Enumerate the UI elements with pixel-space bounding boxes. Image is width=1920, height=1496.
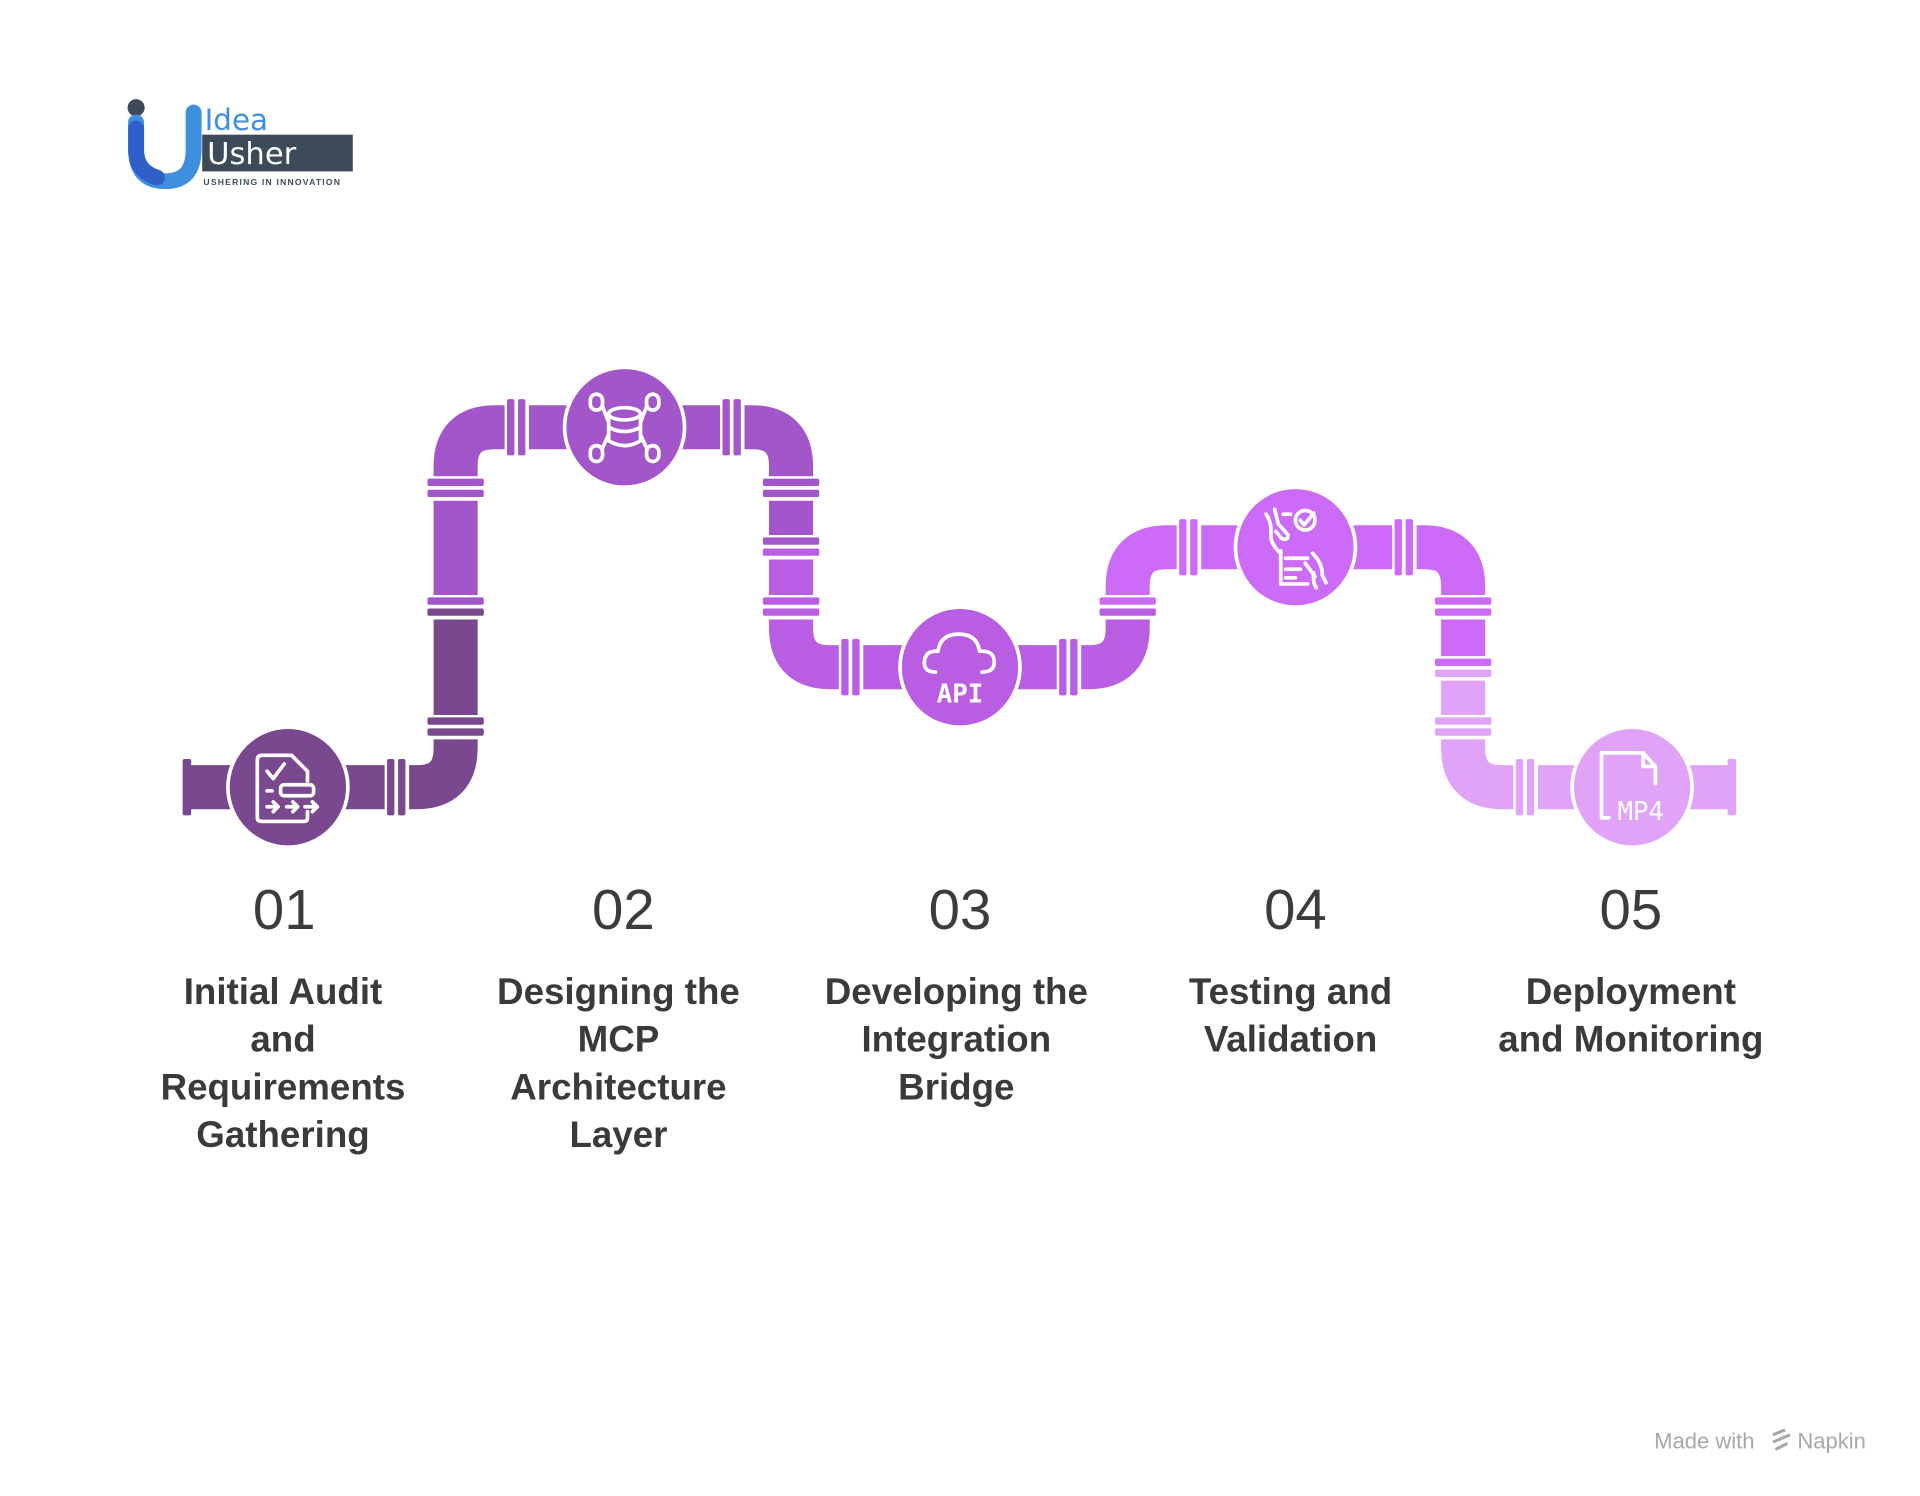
pipe-flange — [427, 489, 484, 498]
step-title-line: Initial Audit — [184, 971, 383, 1012]
napkin-credit[interactable]: Made with Napkin — [1654, 1428, 1866, 1453]
step-node-5[interactable]: MP4 — [1570, 725, 1694, 849]
pipe-flange — [1434, 608, 1492, 616]
step-node-1[interactable] — [226, 725, 350, 849]
pipe-flange — [1059, 639, 1067, 696]
pipe-flange — [1070, 639, 1078, 696]
pipe-flange — [762, 548, 820, 556]
pipe-flange — [852, 639, 860, 696]
pipe-flange — [1179, 519, 1187, 576]
pipe-flange — [518, 399, 526, 456]
pipe-flange — [387, 759, 395, 816]
step-title-line: Gathering — [196, 1114, 369, 1155]
mp4-file-icon: MP4 — [1599, 751, 1664, 827]
pipe-flange — [1394, 519, 1402, 576]
pipe-flange — [1434, 658, 1492, 666]
step-title-line: Validation — [1204, 1019, 1377, 1060]
pipe-flange — [427, 728, 484, 736]
pipe-flange — [1434, 728, 1492, 736]
pipe-flange — [182, 759, 192, 816]
pipe-step2-left — [433, 405, 570, 606]
step-number: 02 — [592, 878, 655, 941]
pipe-flange — [762, 489, 820, 498]
step-title-line: Designing the — [497, 971, 740, 1012]
pipe-flange — [427, 478, 484, 487]
pipe-flange — [1434, 669, 1492, 677]
api-label: API — [937, 680, 983, 710]
cloud-api-icon: API — [922, 632, 997, 710]
pipe-flange — [841, 639, 849, 696]
step-node-2[interactable] — [562, 365, 687, 490]
pipe-step1 — [342, 605, 478, 810]
checklist-document-icon — [255, 753, 320, 824]
step-number: 03 — [929, 878, 992, 941]
pipe-flange — [1515, 759, 1524, 816]
step-title-line: Architecture — [510, 1066, 726, 1107]
step-node-3[interactable]: API — [898, 605, 1022, 730]
pipe-flange — [507, 399, 515, 456]
pipe-step4-right — [1350, 525, 1486, 668]
pipe-step5-left — [1441, 667, 1578, 810]
step-title-line: Developing the — [825, 971, 1088, 1012]
pipe-flange — [427, 717, 484, 725]
step-title-line: and — [250, 1019, 315, 1060]
database-network-icon — [588, 392, 661, 464]
step-number: 04 — [1264, 878, 1327, 941]
step-number: 05 — [1600, 878, 1663, 941]
pipe-flange — [762, 608, 820, 616]
step-1-text: 01 Initial Audit and Requirements Gather… — [161, 878, 406, 1155]
pipe-flange — [1190, 519, 1198, 576]
pipe-flange — [1099, 597, 1156, 605]
pipe-flange — [398, 759, 406, 816]
pipe-flange — [1099, 608, 1156, 616]
logo-tagline: USHERING IN INNOVATION — [203, 177, 341, 187]
logo-word-usher: Usher — [207, 137, 297, 172]
step-node-4[interactable] — [1233, 485, 1358, 610]
step-title-line: Bridge — [898, 1066, 1014, 1107]
pipe-flange — [733, 399, 741, 456]
logo: Idea Usher USHERING IN INNOVATION — [127, 99, 353, 190]
step-title-line: and Monitoring — [1498, 1019, 1763, 1060]
pipe-flange — [1434, 717, 1492, 725]
pipe-flange — [1727, 759, 1737, 816]
pipe-flange — [427, 597, 484, 605]
mp4-label: MP4 — [1617, 797, 1663, 827]
pipe-flanges — [182, 397, 1737, 817]
step-5-text: 05 Deployment and Monitoring — [1498, 878, 1763, 1059]
napkin-logo-icon — [1772, 1428, 1791, 1451]
pipe-step3-right — [1013, 605, 1150, 690]
pipe-flange — [762, 478, 820, 487]
napkin-brand-text: Napkin — [1797, 1428, 1866, 1453]
pipe-flange — [427, 608, 484, 616]
pipe-flange — [762, 537, 820, 545]
pipe-flange — [722, 399, 730, 456]
made-with-text: Made with — [1654, 1428, 1754, 1453]
step-title-line: Deployment — [1526, 971, 1736, 1012]
step-2-text: 02 Designing the MCP Architecture Layer — [497, 878, 740, 1155]
step-3-text: 03 Developing the Integration Bridge — [825, 878, 1088, 1107]
step-title-line: MCP — [578, 1019, 660, 1060]
step-title-line: Layer — [569, 1114, 667, 1155]
step-title-line: Integration — [861, 1019, 1051, 1060]
pipe-step4-left — [1105, 525, 1241, 606]
pipe-step2-right — [679, 405, 814, 547]
pipe-flange — [1434, 597, 1492, 605]
step-number: 01 — [253, 878, 316, 941]
pipe-step3-left — [769, 546, 907, 690]
testing-validation-icon — [1264, 507, 1328, 590]
pipe-flange — [1526, 759, 1535, 816]
step-4-text: 04 Testing and Validation — [1189, 878, 1392, 1059]
step-title-line: Testing and — [1189, 971, 1392, 1012]
pipe-flange — [762, 597, 820, 605]
logo-word-idea: Idea — [205, 103, 268, 137]
pipe-flange — [1405, 519, 1413, 576]
step-title-line: Requirements — [161, 1066, 406, 1107]
